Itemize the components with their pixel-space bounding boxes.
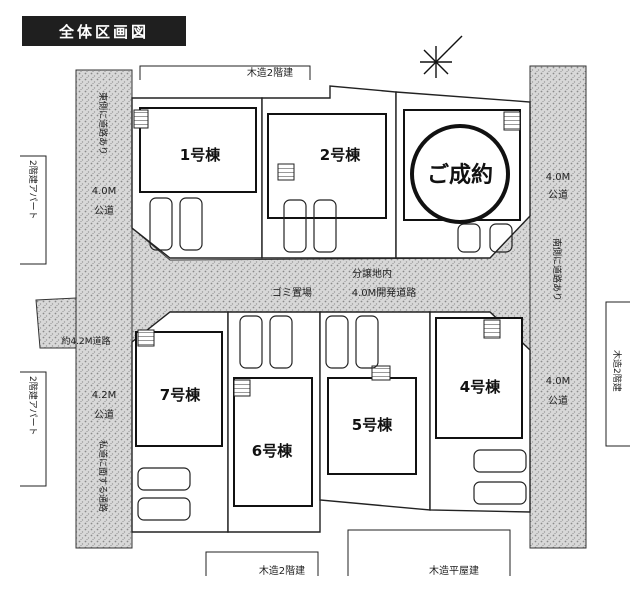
left-upper-road-type: 公道 (94, 204, 114, 217)
neighbor-bottom-left-label: 木造2階建 (259, 564, 305, 577)
left-lower-road-type: 公道 (94, 408, 114, 421)
compass-icon (420, 35, 463, 78)
right-road-note: 南側に道路あり (551, 238, 563, 301)
neighbor-left-lower-label: 2階建アパート (27, 376, 39, 436)
house-7-label: 7号棟 (160, 386, 201, 404)
right-upper-road-width: 4.0M (546, 172, 571, 183)
main-road-width-label: 4.0M開発道路 (352, 286, 417, 299)
house-1-label: 1号棟 (180, 146, 221, 164)
house-2-label: 2号棟 (320, 146, 361, 164)
left-lower-road-note: 私道に面する通路 (97, 440, 109, 512)
right-upper-road-type: 公道 (548, 188, 568, 201)
car (325, 315, 349, 369)
junction-road-label: 約4.2M道路 (61, 335, 110, 347)
parking-cars (149, 197, 513, 369)
car (473, 449, 527, 473)
car (179, 197, 203, 251)
house-6-footprint (233, 377, 313, 507)
neighbor-left-upper-label: 2階建アパート (27, 160, 39, 220)
house-5-footprint (327, 377, 417, 475)
parking-cars-horizontal (137, 449, 527, 521)
car (269, 315, 293, 369)
car (283, 199, 307, 253)
sold-label: ご成約 (427, 162, 493, 188)
neighbor-bottom-right-label: 木造平屋建 (429, 564, 479, 577)
car (355, 315, 379, 369)
car (137, 467, 191, 491)
house-5-label: 5号棟 (352, 416, 393, 434)
house-4-label: 4号棟 (460, 378, 501, 396)
left-lower-road-width: 4.2M (92, 390, 117, 401)
neighbor-outlines (20, 65, 630, 576)
garbage-station-label: ゴミ置場 (272, 286, 312, 299)
car (489, 223, 513, 253)
stair-2 (277, 163, 295, 181)
main-road-label: 分譲地内 (352, 267, 392, 280)
stair-7 (137, 329, 155, 347)
car (137, 497, 191, 521)
neighbor-top-label: 木造2階建 (247, 66, 293, 79)
stair-3 (503, 111, 521, 131)
stair-5 (371, 365, 391, 381)
left-upper-road-note: 東側に道路あり (97, 92, 109, 155)
stair-6 (233, 379, 251, 397)
right-lower-road-width: 4.0M (546, 376, 571, 387)
stair-4 (483, 319, 501, 339)
car (149, 197, 173, 251)
house-6-label: 6号棟 (252, 442, 293, 460)
house-1-footprint (139, 107, 257, 193)
left-road (75, 69, 133, 549)
house-4-footprint (435, 317, 523, 439)
right-lower-road-type: 公道 (548, 394, 568, 407)
junction-left (35, 297, 77, 349)
car (313, 199, 337, 253)
entrances (133, 109, 521, 397)
sold-circle (410, 124, 510, 224)
neighbor-right-label: 木造2階建 (611, 350, 623, 392)
page-title: 全体区画図 (22, 16, 186, 46)
car (457, 223, 481, 253)
left-upper-road-width: 4.0M (92, 186, 117, 197)
house-7-footprint (135, 331, 223, 447)
car (473, 481, 527, 505)
car (239, 315, 263, 369)
stair-1 (133, 109, 149, 129)
right-road (529, 65, 587, 549)
